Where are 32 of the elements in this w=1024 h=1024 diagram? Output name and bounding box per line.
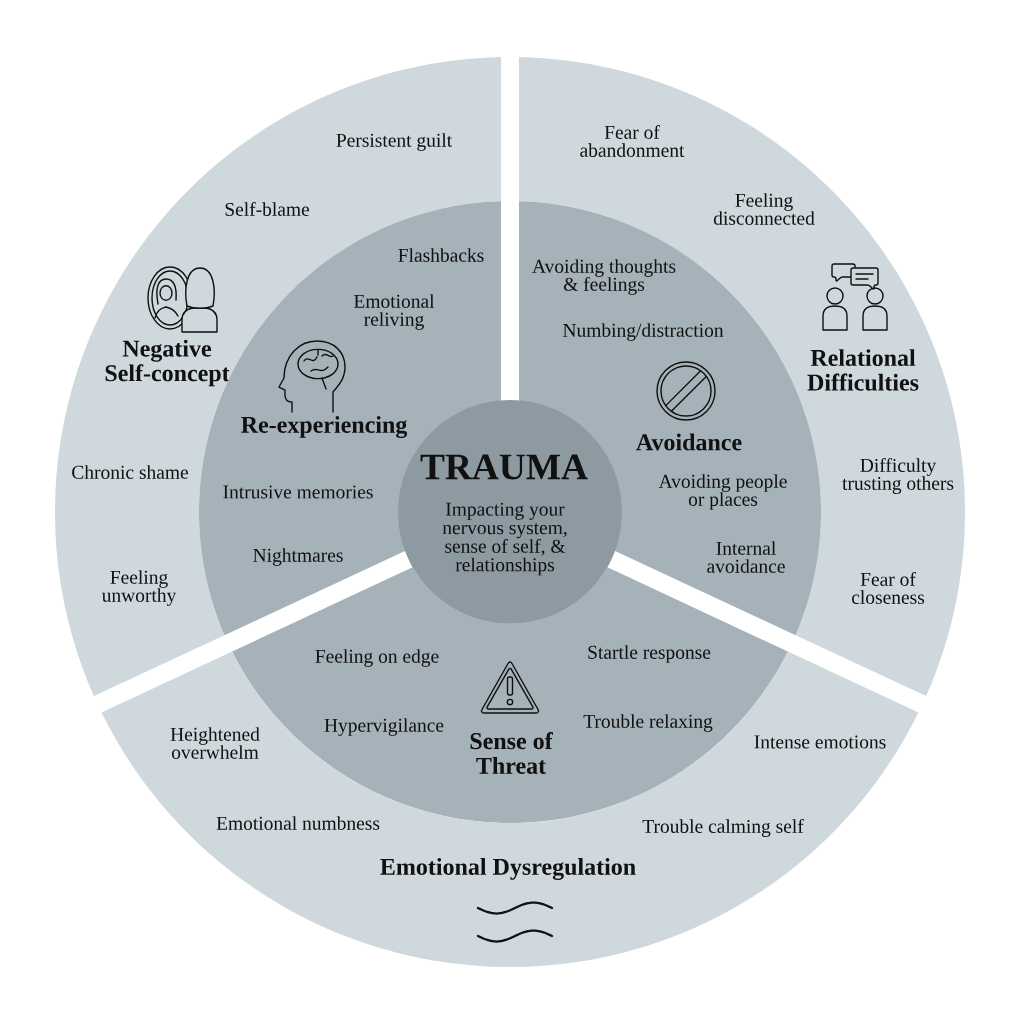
item-label: Emotional numbness — [216, 816, 380, 830]
item-label: Persistent guilt — [336, 133, 453, 151]
item-label: Feeling unworthy — [101, 570, 177, 606]
item-label: Hypervigilance — [324, 718, 444, 736]
sector-heading: Relational Difficulties — [807, 349, 919, 391]
item-label: Fear of abandonment — [580, 125, 685, 157]
item-label: Avoiding thoughts & feelings — [532, 259, 676, 295]
item-label: Emotional reliving — [354, 294, 435, 330]
item-label: Self-blame — [225, 202, 310, 216]
sector-heading: Re-experiencing — [241, 416, 408, 438]
item-label: Chronic shame — [72, 465, 188, 479]
center-title: TRAUMA — [420, 454, 588, 480]
item-label: Trouble relaxing — [583, 714, 713, 732]
sector-heading: Sense of Threat — [470, 732, 553, 774]
item-label: Feeling disconnected — [713, 193, 815, 225]
item-label: Startle response — [588, 645, 711, 663]
item-label: Intense emotions — [754, 735, 886, 749]
item-label: Nightmares — [253, 548, 343, 566]
item-label: Feeling on edge — [315, 649, 439, 667]
item-label: Flashbacks — [398, 248, 484, 262]
item-label: Difficulty trusting others — [842, 458, 954, 494]
item-label: Intrusive memories — [223, 485, 373, 499]
sector-heading: Avoidance — [636, 433, 742, 451]
sector-heading: Emotional Dysregulation — [380, 858, 636, 880]
center-subtitle: Impacting your nervous system, sense of self, & relationships — [442, 502, 567, 576]
item-label: Avoiding people or places — [658, 474, 787, 510]
item-label: Numbing/distraction — [563, 323, 724, 341]
item-label: Fear of closeness — [852, 572, 925, 604]
item-label: Trouble calming self — [642, 819, 804, 837]
item-label: Internal avoidance — [707, 541, 785, 573]
item-label: Heightened overwhelm — [170, 727, 260, 759]
sector-heading: Negative Self-concept — [105, 339, 230, 387]
